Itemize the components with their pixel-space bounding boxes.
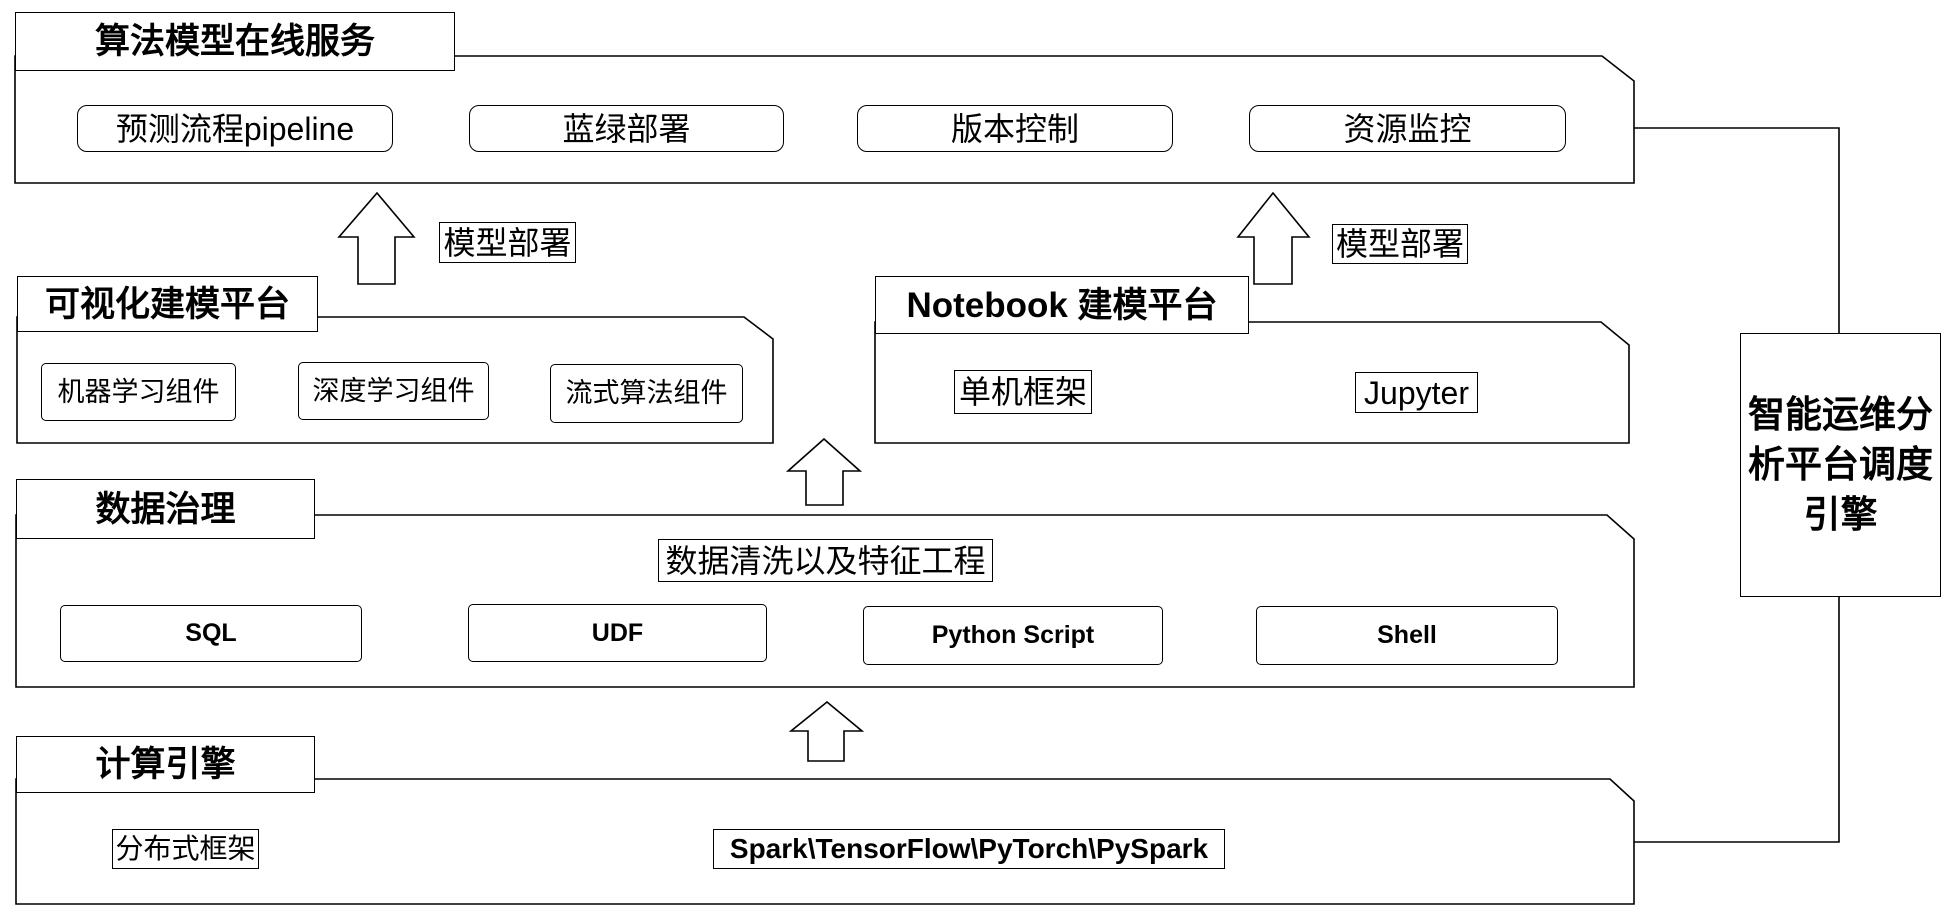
python-script-box: Python Script <box>863 606 1163 665</box>
data-governance-title: 数据治理 <box>16 479 315 539</box>
blue-green-deploy-box: 蓝绿部署 <box>469 105 784 152</box>
resource-monitor-box: 资源监控 <box>1249 105 1566 152</box>
sql-box: SQL <box>60 605 362 662</box>
standalone-framework-label: 单机框架 <box>954 370 1092 414</box>
udf-box: UDF <box>468 604 767 662</box>
scheduler-connector-bottom <box>1634 597 1840 843</box>
online-service-title: 算法模型在线服务 <box>15 12 455 71</box>
scheduler-connector-top <box>1634 127 1840 333</box>
ml-component-box: 机器学习组件 <box>41 363 236 421</box>
compute-flow-arrow <box>788 700 865 762</box>
scheduler-title: 智能运维分析平台调度引擎 <box>1748 394 1933 535</box>
jupyter-label: Jupyter <box>1355 372 1478 413</box>
scheduler-box: 智能运维分析平台调度引擎 <box>1740 333 1941 597</box>
deploy-label-left: 模型部署 <box>439 222 576 263</box>
dl-component-box: 深度学习组件 <box>298 362 489 420</box>
streaming-algorithm-box: 流式算法组件 <box>550 364 743 423</box>
data-flow-arrow-upper <box>785 437 863 506</box>
notebook-title: Notebook 建模平台 <box>875 276 1249 334</box>
distributed-framework-label: 分布式框架 <box>112 829 259 869</box>
deploy-label-right: 模型部署 <box>1332 224 1468 264</box>
online-service-section <box>14 55 1635 184</box>
prediction-pipeline-box: 预测流程pipeline <box>77 105 393 152</box>
data-governance-section <box>15 514 1635 688</box>
visual-modeling-title: 可视化建模平台 <box>17 276 318 332</box>
compute-engine-title: 计算引擎 <box>16 736 315 793</box>
deploy-arrow-left <box>337 191 416 285</box>
frameworks-label: Spark\TensorFlow\PyTorch\PySpark <box>713 829 1225 869</box>
version-control-box: 版本控制 <box>857 105 1173 152</box>
feature-engineering-label: 数据清洗以及特征工程 <box>658 539 993 582</box>
shell-box: Shell <box>1256 606 1558 665</box>
deploy-arrow-right <box>1236 191 1311 285</box>
